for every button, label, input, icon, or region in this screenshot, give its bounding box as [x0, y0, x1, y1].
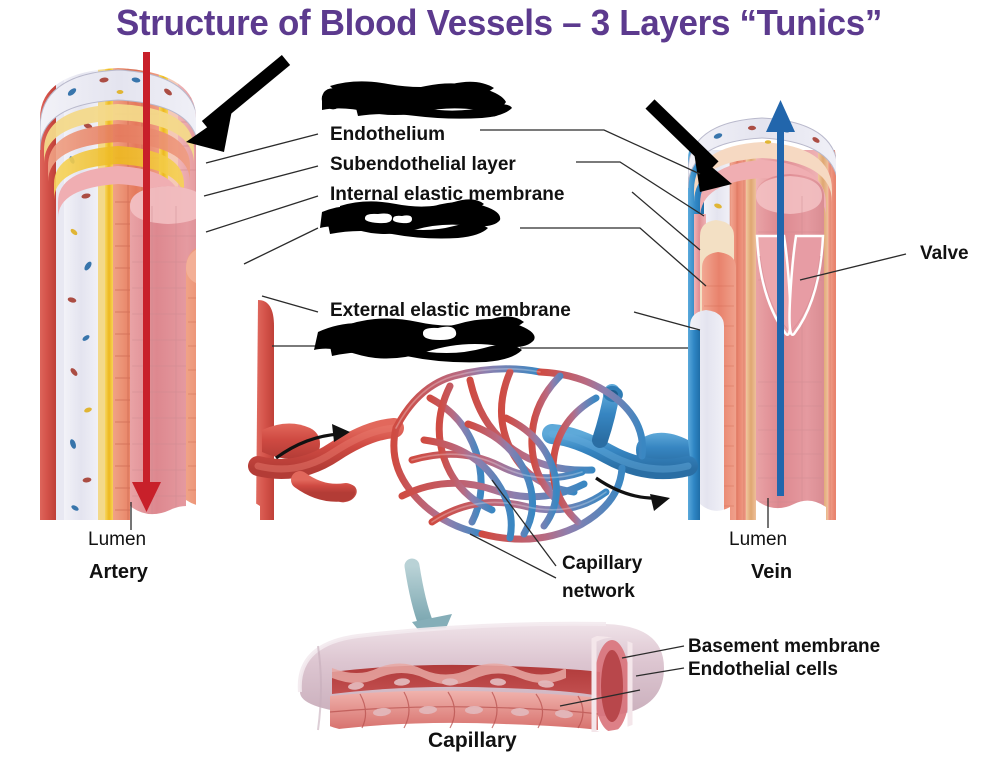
- artery-flow-arrow: [132, 52, 161, 512]
- leader-lines: [130, 129, 907, 707]
- label-endothelial-cells: Endothelial cells: [688, 659, 838, 680]
- label-valve: Valve: [920, 243, 969, 264]
- label-endothelium: Endothelium: [330, 124, 446, 145]
- capillary-network-illustration: [248, 365, 698, 543]
- pointer-arrow-artery: [186, 54, 291, 152]
- label-capillary: Capillary: [428, 729, 517, 752]
- redacted-label-middle: [320, 199, 501, 239]
- label-basement-membrane: Basement membrane: [688, 636, 881, 657]
- flow-arrowhead-right: [650, 494, 670, 511]
- capillary-closeup-illustration: [297, 621, 664, 732]
- label-subendothelial-layer: Subendothelial layer: [330, 154, 516, 175]
- flow-arrowhead-left: [332, 424, 350, 442]
- page-title: Structure of Blood Vessels – 3 Layers “T…: [115, 2, 883, 43]
- vein-illustration: [636, 100, 884, 532]
- pointer-arrow-vein: [645, 99, 732, 192]
- label-lumen-artery: Lumen: [88, 529, 147, 550]
- label-external-elastic-membrane: External elastic membrane: [330, 300, 571, 321]
- label-lumen-vein: Lumen: [729, 529, 788, 550]
- label-artery: Artery: [89, 561, 148, 583]
- label-capillary-network-line1: Capillary: [562, 553, 643, 574]
- vein-flow-arrow: [766, 100, 795, 496]
- label-internal-elastic-membrane: Internal elastic membrane: [330, 184, 565, 205]
- label-vein: Vein: [751, 561, 793, 583]
- redacted-label-top: [321, 81, 512, 119]
- artery-illustration: [40, 52, 320, 530]
- redacted-label-lower: [314, 316, 535, 363]
- label-capillary-network-line2: network: [562, 581, 635, 602]
